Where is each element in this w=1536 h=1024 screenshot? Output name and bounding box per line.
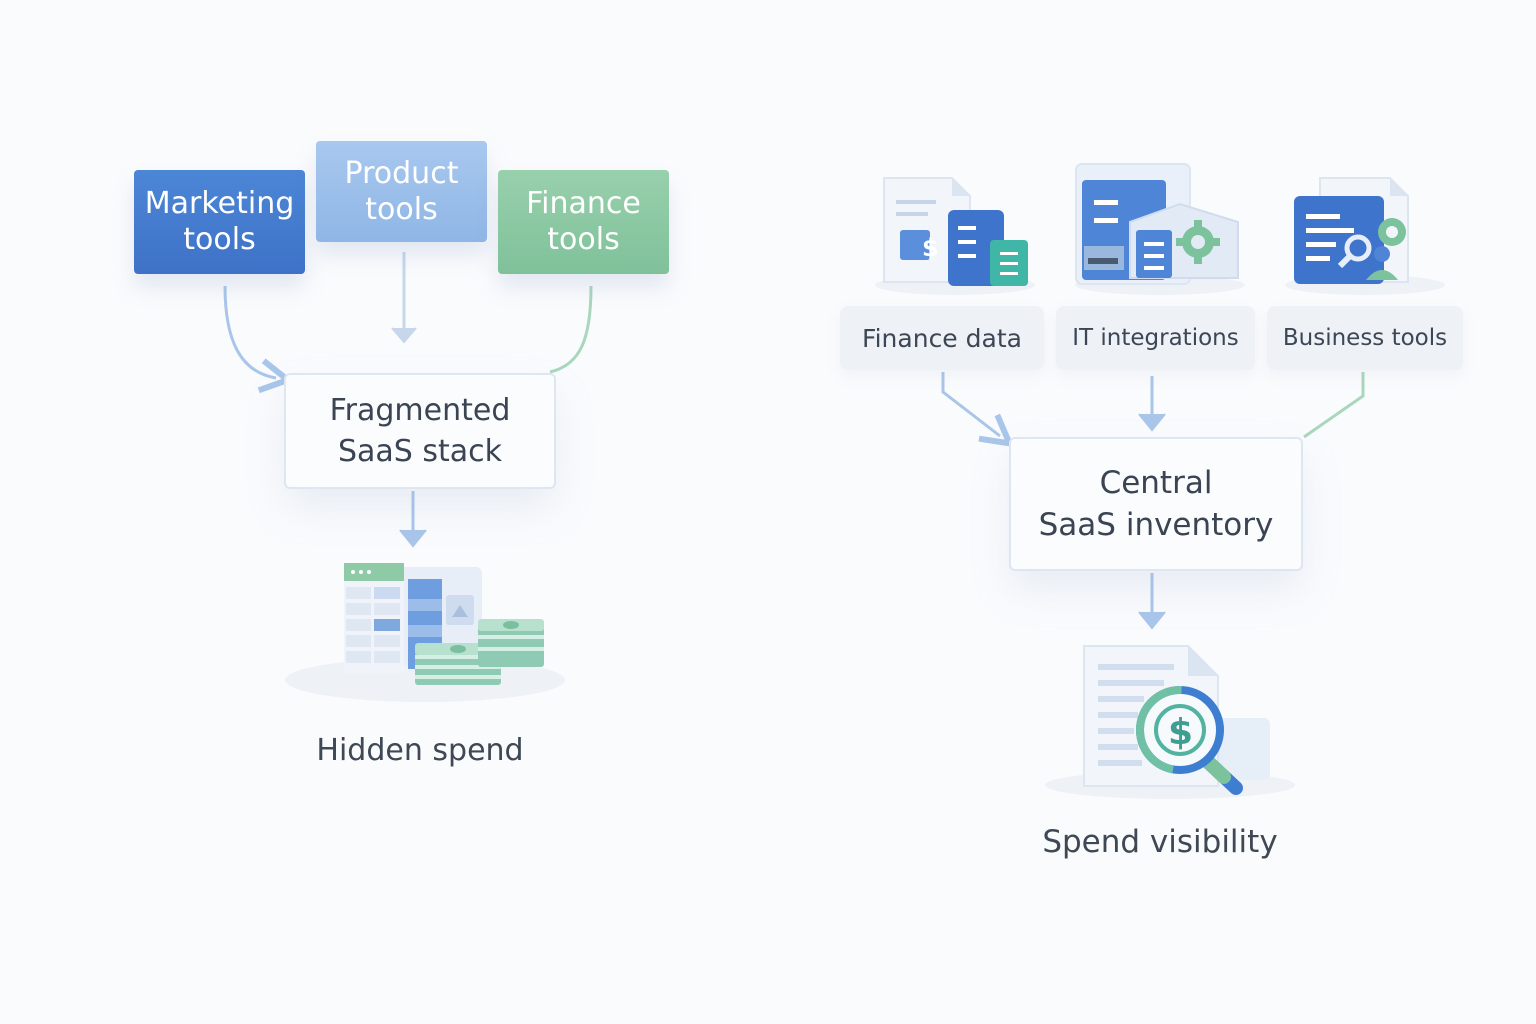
hidden-spend-label: Hidden spend — [316, 733, 524, 768]
it-integrations-label: IT integrations — [1072, 325, 1239, 351]
arrow-marketing-to-stack — [223, 285, 276, 378]
svg-text:$: $ — [1168, 712, 1193, 753]
central-saas-inventory-label: Central SaaS inventory — [1038, 465, 1274, 543]
finance-tools-label: Finance tools — [526, 186, 641, 257]
business-tools-label: Business tools — [1282, 325, 1448, 351]
finance-documents-icon: $ — [875, 177, 1035, 295]
finance-data-chip: Finance data — [840, 306, 1044, 370]
arrow-stack-head — [399, 529, 427, 548]
arrow-inventory-head — [1138, 611, 1166, 630]
arrow-product-head — [391, 327, 417, 344]
arrow-finance-data-to-inventory — [941, 372, 1000, 436]
central-saas-inventory-box: Central SaaS inventory — [1009, 437, 1303, 571]
fragmented-saas-stack-box: Fragmented SaaS stack — [284, 373, 556, 489]
finance-tools-box: Finance tools — [498, 170, 669, 274]
spreadsheet-and-cash-icon — [285, 563, 565, 702]
fragmented-saas-stack-label: Fragmented SaaS stack — [329, 393, 511, 469]
business-tools-chip: Business tools — [1267, 306, 1463, 370]
finance-data-label: Finance data — [862, 323, 1022, 353]
document-magnifier-dollar-icon: $ — [1045, 645, 1295, 799]
marketing-tools-label: Marketing tools — [144, 186, 295, 257]
svg-text:$: $ — [922, 234, 939, 262]
product-tools-box: Product tools — [316, 141, 487, 242]
arrow-it-head — [1138, 413, 1166, 432]
business-tools-icon — [1285, 177, 1445, 295]
arrow-business-to-inventory — [1303, 372, 1365, 439]
product-tools-label: Product tools — [344, 155, 459, 227]
marketing-tools-box: Marketing tools — [134, 170, 305, 274]
spend-visibility-label: Spend visibility — [1042, 824, 1278, 860]
arrow-finance-to-stack — [549, 285, 593, 374]
it-integration-icon — [1075, 163, 1245, 295]
it-integrations-chip: IT integrations — [1056, 306, 1255, 370]
